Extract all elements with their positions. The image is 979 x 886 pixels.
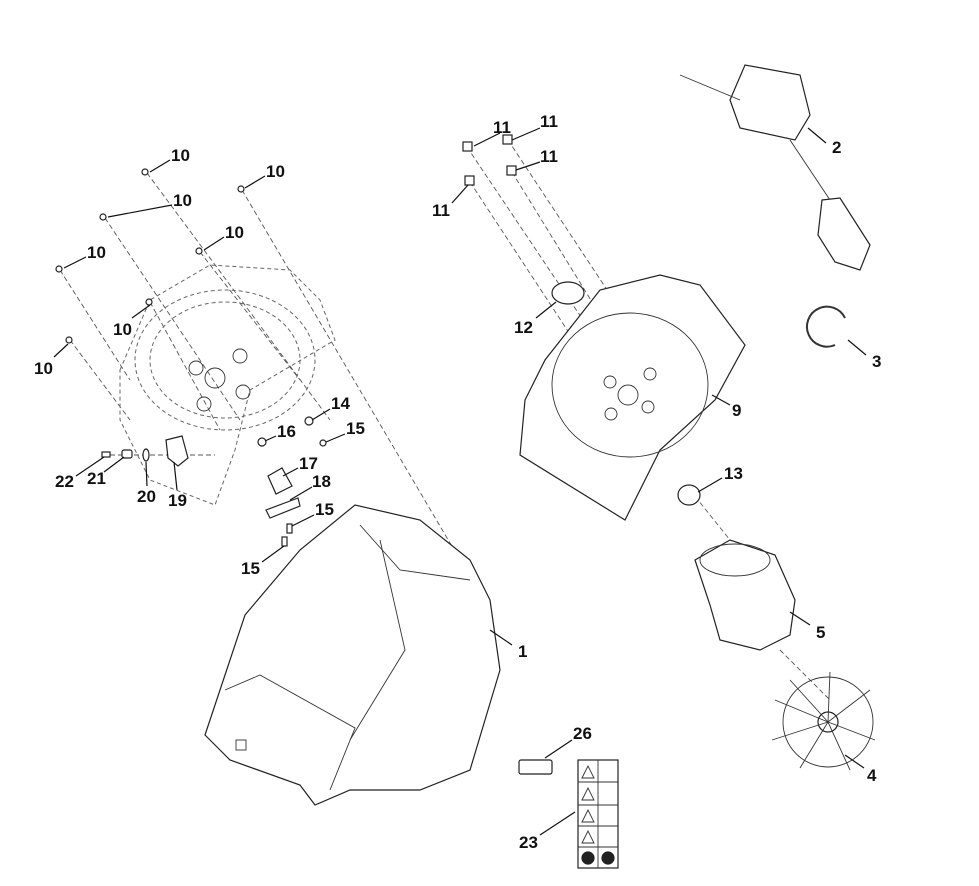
- callout-11: 11: [540, 147, 558, 166]
- callout-10: 10: [171, 146, 190, 165]
- callout-15: 15: [315, 500, 334, 519]
- callout-10: 10: [113, 320, 132, 339]
- callout-15: 15: [241, 559, 260, 578]
- screws-10: [55, 168, 245, 344]
- mounting-plate: [519, 274, 746, 521]
- seal-ring: [551, 281, 585, 305]
- callout-16: 16: [277, 422, 296, 441]
- callout-11: 11: [493, 118, 511, 137]
- callout-21: 21: [87, 469, 106, 488]
- callout-10: 10: [173, 191, 192, 210]
- screws-11: [462, 134, 517, 186]
- callout-15: 15: [346, 419, 365, 438]
- label-sticker: [518, 759, 553, 775]
- circlip: [805, 305, 846, 348]
- callout-14: 14: [331, 394, 350, 413]
- motor: [694, 539, 796, 651]
- callout-18: 18: [312, 472, 331, 491]
- leader-lines: [53, 127, 867, 836]
- callout-9: 9: [732, 401, 741, 420]
- callout-22: 22: [55, 472, 74, 491]
- callout-5: 5: [816, 623, 825, 642]
- callout-12: 12: [514, 318, 533, 337]
- callout-2: 2: [832, 138, 841, 157]
- callout-20: 20: [137, 487, 156, 506]
- callout-10: 10: [266, 162, 285, 181]
- callout-17: 17: [299, 454, 318, 473]
- fan-impeller: [771, 671, 876, 771]
- callout-3: 3: [872, 352, 881, 371]
- callout-4: 4: [867, 766, 877, 785]
- housing-shell: [204, 504, 501, 806]
- callout-10: 10: [87, 243, 106, 262]
- callout-13: 13: [724, 464, 743, 483]
- switch-assembly: [679, 64, 871, 271]
- small-parts: [101, 416, 327, 547]
- callout-labels: 10 10 10 10 10 10 10 11 11 11 11 2 3 12 …: [34, 112, 881, 852]
- rear-cover-ghost: [119, 264, 336, 506]
- callout-23: 23: [519, 833, 538, 852]
- callout-19: 19: [168, 491, 187, 510]
- callout-10: 10: [225, 223, 244, 242]
- callout-10: 10: [34, 359, 53, 378]
- warning-label-sheet: [577, 759, 619, 869]
- callout-11: 11: [432, 201, 450, 220]
- callout-11: 11: [540, 112, 558, 131]
- callout-1: 1: [518, 642, 527, 661]
- bushing: [677, 484, 701, 506]
- callout-26: 26: [573, 724, 592, 743]
